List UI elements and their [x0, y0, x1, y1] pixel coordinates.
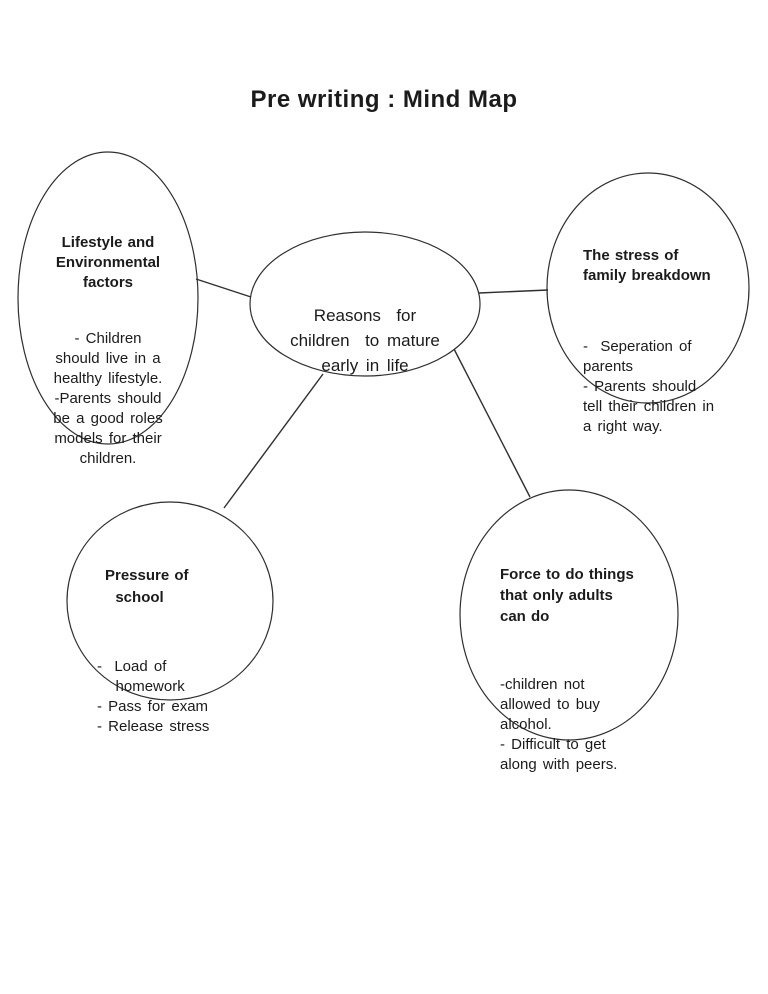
- connector-center-to-pressure: [223, 373, 324, 509]
- force-node-ellipse: [459, 489, 679, 741]
- center-node-ellipse: [249, 231, 481, 377]
- lifestyle-node-ellipse: [17, 151, 199, 445]
- pressure-node-body: - Load of homework - Pass for exam - Rel…: [97, 658, 210, 735]
- lifestyle-node: Lifestyle and Environmental factors - Ch…: [20, 197, 196, 505]
- connector-center-to-force: [453, 348, 531, 498]
- stress-node-body: - Seperation of parents - Parents should…: [583, 338, 715, 435]
- force-node-heading: Force to do things that only adults can …: [500, 566, 634, 625]
- stress-node-ellipse: [546, 172, 750, 404]
- connector-center-to-lifestyle: [195, 278, 252, 298]
- center-node: Reasons for children to mature early in …: [255, 253, 475, 428]
- stress-node-heading: The stress of family breakdown: [583, 247, 711, 284]
- pressure-node-heading: Pressure of school: [105, 567, 189, 606]
- stress-node: The stress of family breakdown - Seperat…: [583, 210, 755, 473]
- page-title: Pre writing : Mind Map: [250, 86, 518, 113]
- force-node: Force to do things that only adults can …: [500, 528, 668, 811]
- pressure-node-ellipse: [66, 501, 274, 701]
- force-node-body: -children not allowed to buy alcohol. - …: [500, 676, 618, 773]
- center-node-label: Reasons for children to mature early in …: [290, 306, 440, 375]
- connector-center-to-stress: [478, 289, 549, 294]
- lifestyle-node-body: - Children should live in a healthy life…: [53, 330, 163, 467]
- pressure-node: Pressure of school - Load of homework - …: [97, 529, 247, 773]
- lifestyle-node-heading: Lifestyle and Environmental factors: [55, 234, 161, 291]
